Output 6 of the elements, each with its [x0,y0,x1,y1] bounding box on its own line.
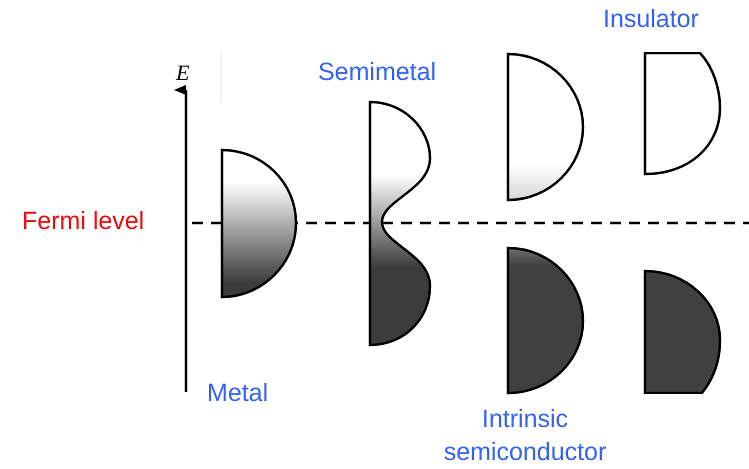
fermi-level-label: Fermi level [22,206,144,236]
band-type-label: Metal [207,378,268,408]
band-type-label: Insulator [603,4,699,34]
band-type-label: Semimetal [318,57,436,87]
band-type-label: Intrinsic semiconductor [442,404,608,468]
axis-label: E [176,59,190,87]
